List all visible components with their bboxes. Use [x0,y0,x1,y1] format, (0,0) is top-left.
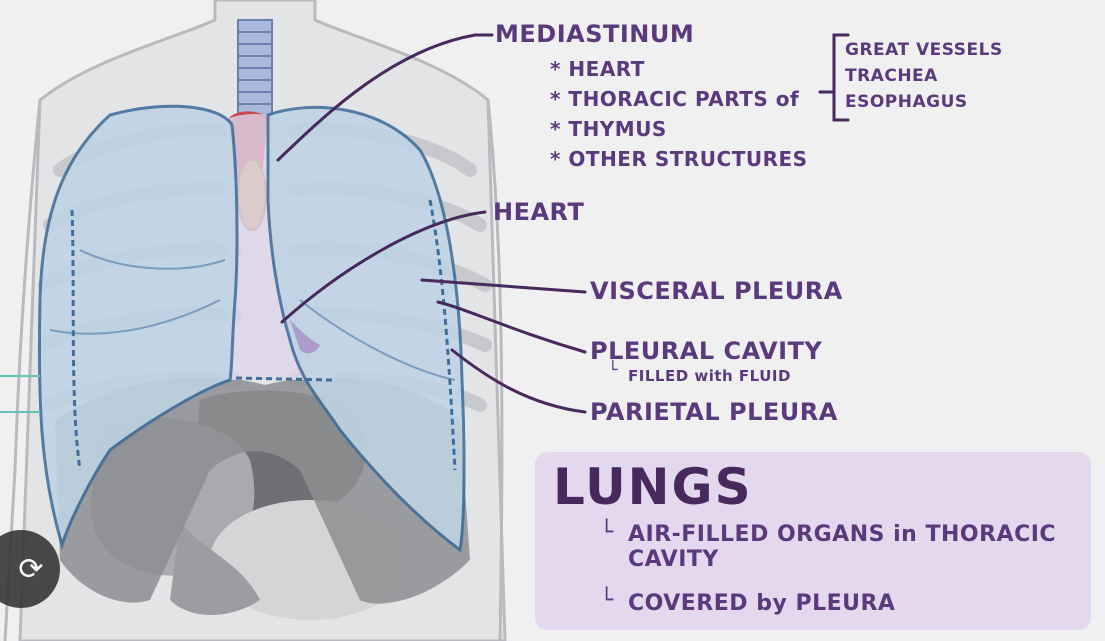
pleural-cavity-note: FILLED with FLUID [628,367,791,385]
pleural-cavity-label: PLEURAL CAVITY [590,337,822,365]
mediastinum-label: MEDIASTINUM [495,20,694,48]
lungs-line-1b: CAVITY [628,547,719,572]
mediastinum-item-thymus: * THYMUS [550,117,667,141]
lungs-corner-icon-2: └ [600,588,613,613]
lens-icon: ⟳ [18,552,43,587]
lungs-corner-icon-1: └ [600,520,613,545]
thoracic-part-esophagus: ESOPHAGUS [845,92,968,112]
note-corner-icon: └ [608,360,618,379]
thoracic-part-trachea: TRACHEA [845,66,938,86]
lungs-line-2: COVERED by PLEURA [628,591,895,616]
visceral-pleura-label: VISCERAL PLEURA [590,277,843,305]
mediastinum-item-heart: * HEART [550,57,645,81]
parietal-pleura-label: PARIETAL PLEURA [590,398,838,426]
thoracic-part-great-vessels: GREAT VESSELS [845,40,1003,60]
heart-label: HEART [493,198,584,226]
mediastinum-item-thoracic-parts: * THORACIC PARTS of [550,87,799,111]
lungs-line-1a: AIR-FILLED ORGANS in THORACIC [628,522,1056,547]
lungs-title: LUNGS [553,458,753,516]
mediastinum-item-other: * OTHER STRUCTURES [550,147,808,171]
